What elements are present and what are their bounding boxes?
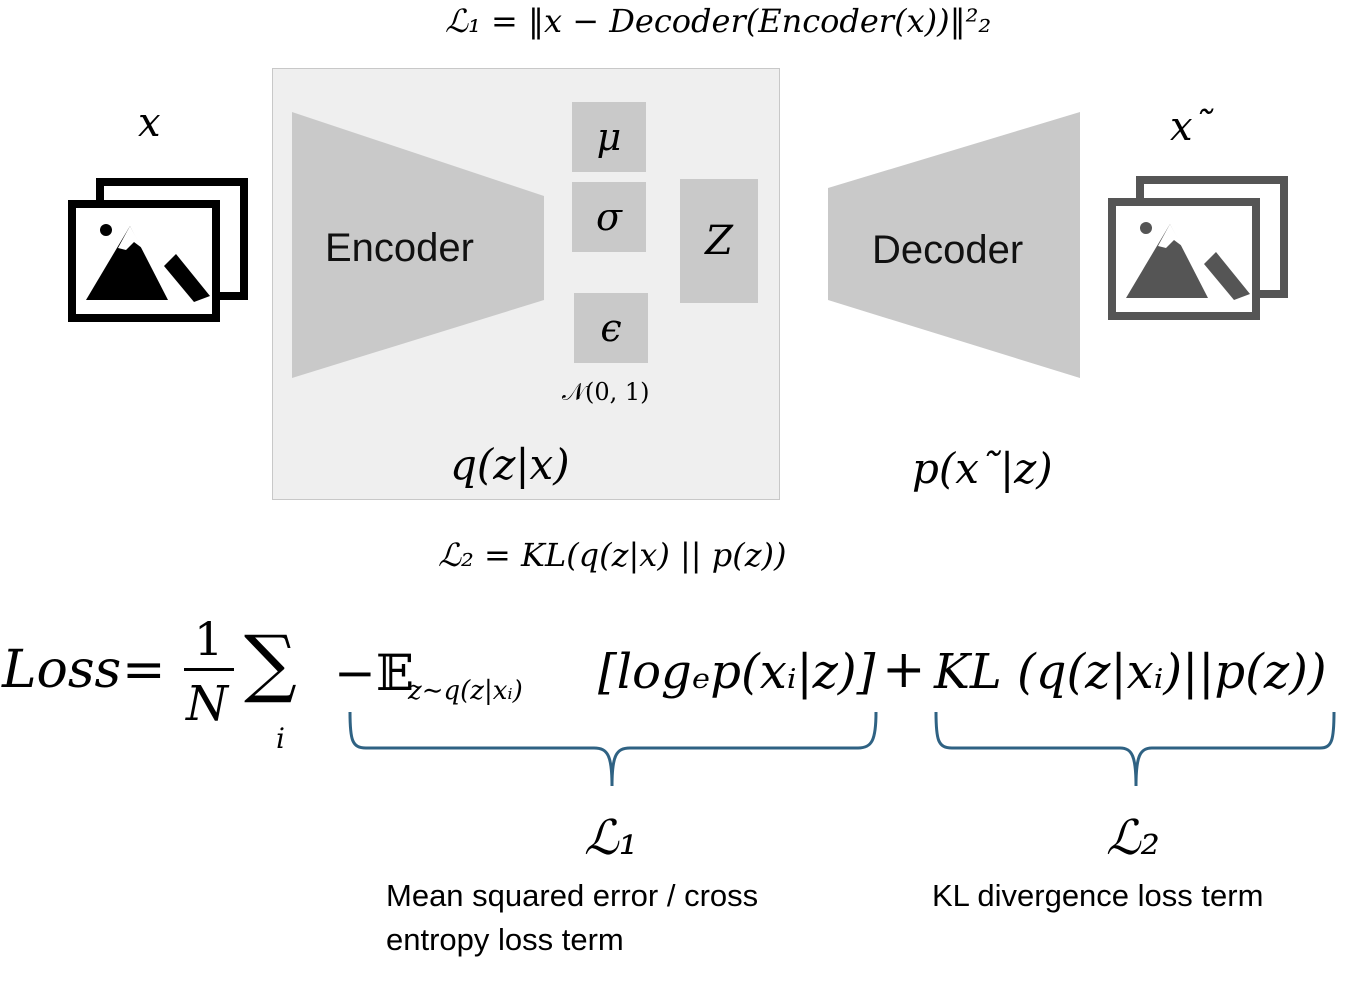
brace-l2 xyxy=(934,711,1336,787)
encoder-block xyxy=(292,112,546,384)
l1-symbol: ℒ₁ xyxy=(584,810,638,866)
z-block: Z xyxy=(680,179,758,303)
epsilon-block: ϵ xyxy=(574,293,648,363)
input-image-icon xyxy=(68,178,250,328)
plus-sign: + xyxy=(882,640,926,700)
kl-term: KL (q(z|xᵢ)||p(z)) xyxy=(934,644,1327,700)
encoder-label: Encoder xyxy=(325,226,474,270)
loss-lhs: Loss xyxy=(2,640,122,700)
expectation-symbol: −𝔼 xyxy=(334,644,415,702)
l2-description: KL divergence loss term xyxy=(932,878,1264,913)
expectation-subscript: z∼q(z|xᵢ) xyxy=(408,676,523,706)
sum-symbol: ∑ xyxy=(244,620,297,706)
l1-description-line1: Mean squared error / cross xyxy=(386,878,759,913)
decoder-label: Decoder xyxy=(872,228,1024,272)
l2-symbol: ℒ₂ xyxy=(1106,810,1160,866)
fraction-numerator: 1 xyxy=(194,612,224,666)
encoder-distribution: q(z|x) xyxy=(450,440,570,489)
decoder-distribution: p(x˜|z) xyxy=(912,444,1053,493)
fraction-bar xyxy=(184,668,234,671)
sum-index: i xyxy=(276,722,285,755)
fraction-denominator: N xyxy=(186,676,228,732)
decoder-block xyxy=(828,112,1082,384)
reconstruction-term: [logₑp(xᵢ|z)] xyxy=(598,644,876,700)
loss-equals: = xyxy=(122,640,166,700)
l1-description-line2: entropy loss term xyxy=(386,922,624,957)
sigma-block: σ xyxy=(572,182,646,252)
brace-l1 xyxy=(348,711,878,787)
input-symbol: x xyxy=(138,100,161,146)
kl-formula: ℒ₂ = KL(q(z|x) || p(z)) xyxy=(438,536,787,574)
noise-distribution: 𝒩(0, 1) xyxy=(562,378,650,406)
output-image-icon xyxy=(1108,176,1290,326)
output-symbol: x˜ xyxy=(1170,104,1213,150)
mu-block: μ xyxy=(572,102,646,172)
reconstruction-formula: ℒ₁ = ‖x − Decoder(Encoder(x))‖²₂ xyxy=(445,2,992,40)
